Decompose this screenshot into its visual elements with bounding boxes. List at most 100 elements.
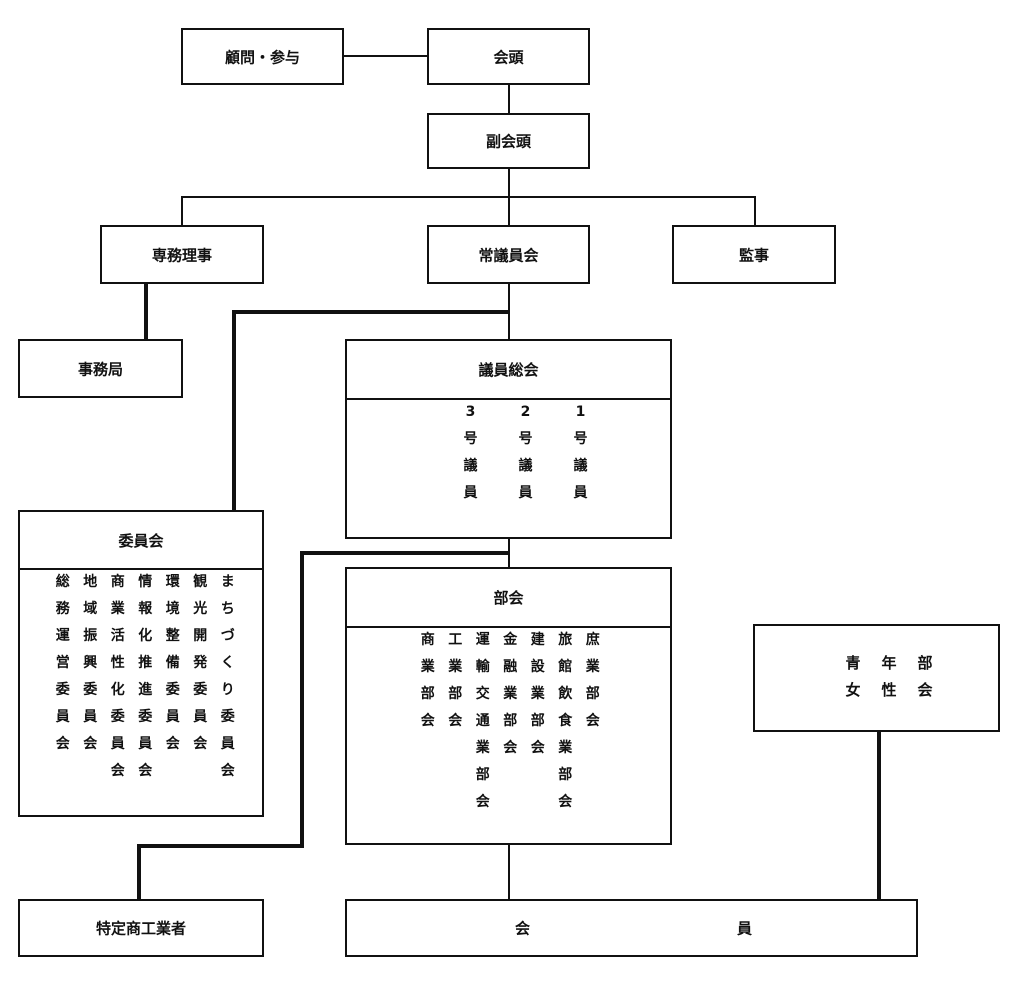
section-char: 部 [530, 713, 545, 729]
committee-char: 営 [55, 655, 70, 671]
committee-char: 会 [220, 763, 235, 779]
assembly-member-char: 員 [518, 485, 533, 501]
members-char-2: 員 [737, 919, 753, 938]
section-char: 部 [475, 767, 490, 783]
committee-char: ち [220, 601, 235, 617]
committee-char: 地 [83, 574, 98, 590]
committee-char: 情 [138, 574, 153, 590]
assembly-member-char: 3 [465, 404, 476, 420]
committees-divider [20, 568, 262, 570]
section-char: 部 [420, 686, 435, 702]
assembly-member-char: 号 [463, 431, 478, 447]
assembly-member-char: 号 [518, 431, 533, 447]
general-assembly-divider [347, 398, 670, 400]
branch-line [181, 196, 756, 226]
section-char: 会 [558, 794, 573, 810]
president-label: 会頭 [493, 48, 524, 66]
committee-char: く [220, 655, 235, 671]
sections-specified-line [137, 551, 509, 900]
assembly-member-char: 議 [463, 458, 478, 474]
section-char: 金 [503, 632, 518, 648]
committee-char: 員 [165, 709, 180, 725]
section-column: 建設業部会 [524, 627, 552, 816]
committees-node: 委員会 総務運営委員会地域振興委員会商業活性化委員会情報化推進委員会環境整備委員… [18, 510, 264, 817]
committee-column: 地域振興委員会 [77, 569, 105, 785]
section-char: 部 [503, 713, 518, 729]
section-column: 庶業部会 [579, 627, 607, 816]
committee-char: 委 [165, 682, 180, 698]
committee-column: 総務運営委員会 [49, 569, 77, 785]
auditor-node: 監事 [672, 225, 836, 284]
section-column: 金融業部会 [497, 627, 525, 816]
youth-women-char: 青 [845, 654, 861, 672]
section-char: 部 [448, 686, 463, 702]
section-char: 運 [475, 632, 490, 648]
section-char: 食 [558, 713, 573, 729]
committee-char: 環 [165, 574, 180, 590]
section-column: 工業部会 [442, 627, 470, 816]
committee-char: 観 [193, 574, 208, 590]
committee-char: ま [220, 574, 235, 590]
managing-director-label: 専務理事 [151, 246, 212, 264]
section-grid: 商業部会工業部会運輸交通業部会金融業部会建設業部会旅館飲食業部会庶業部会 [414, 627, 607, 816]
section-char: 飲 [558, 686, 573, 702]
committee-column: 観光開発委員会 [187, 569, 215, 785]
section-column: 運輸交通業部会 [469, 627, 497, 816]
section-char: 業 [420, 659, 435, 675]
section-char: 商 [420, 632, 435, 648]
committee-char: 進 [138, 682, 153, 698]
committee-char: 員 [83, 709, 98, 725]
committee-char: 員 [220, 736, 235, 752]
committee-grid: 総務運営委員会地域振興委員会商業活性化委員会情報化推進委員会環境整備委員会観光開… [49, 569, 242, 785]
committee-char: 会 [55, 736, 70, 752]
section-char: 部 [585, 686, 600, 702]
assembly-member-char: 議 [518, 458, 533, 474]
section-char: 会 [420, 713, 435, 729]
council-committees-line [232, 310, 509, 511]
section-char: 業 [448, 659, 463, 675]
youth-women-node: 青年部女性会 [753, 624, 1000, 732]
committee-char: 開 [193, 628, 208, 644]
committee-char: 運 [55, 628, 70, 644]
committee-char: 整 [165, 628, 180, 644]
committee-column: まちづくり委員会 [214, 569, 242, 785]
section-char: 業 [530, 686, 545, 702]
committee-char: 務 [55, 601, 70, 617]
section-char: 業 [558, 740, 573, 756]
committee-char: 員 [138, 736, 153, 752]
secretariat-label: 事務局 [77, 360, 123, 378]
section-char: 会 [585, 713, 600, 729]
committee-char: 化 [110, 682, 125, 698]
committee-char: 興 [83, 655, 98, 671]
committee-char: 性 [110, 655, 125, 671]
committee-char: 委 [138, 709, 153, 725]
committee-char: 推 [138, 655, 153, 671]
youth-women-row: 青年部 [835, 650, 943, 677]
president-node: 会頭 [427, 28, 590, 85]
managing-director-node: 専務理事 [100, 225, 264, 284]
committee-char: 域 [83, 601, 98, 617]
youth-women-char: 年 [881, 654, 897, 672]
standing-council-label: 常議員会 [478, 246, 539, 264]
committee-char: 会 [110, 763, 125, 779]
committee-char: 業 [110, 601, 125, 617]
section-char: 交 [475, 686, 490, 702]
section-column: 商業部会 [414, 627, 442, 816]
committee-char: 会 [165, 736, 180, 752]
specified-merchants-label: 特定商工業者 [95, 919, 186, 938]
general-assembly-label: 議員総会 [478, 361, 539, 379]
committee-char: 会 [193, 736, 208, 752]
advisor-label: 顧問・参与 [224, 48, 300, 66]
section-char: 館 [558, 659, 573, 675]
vice-president-node: 副会頭 [427, 113, 590, 169]
section-char: 業 [585, 659, 600, 675]
section-char: 会 [503, 740, 518, 756]
committee-char: 委 [55, 682, 70, 698]
youth-women-char: 女 [845, 681, 861, 699]
committee-char: 委 [193, 682, 208, 698]
assembly-member-char: 員 [463, 485, 478, 501]
